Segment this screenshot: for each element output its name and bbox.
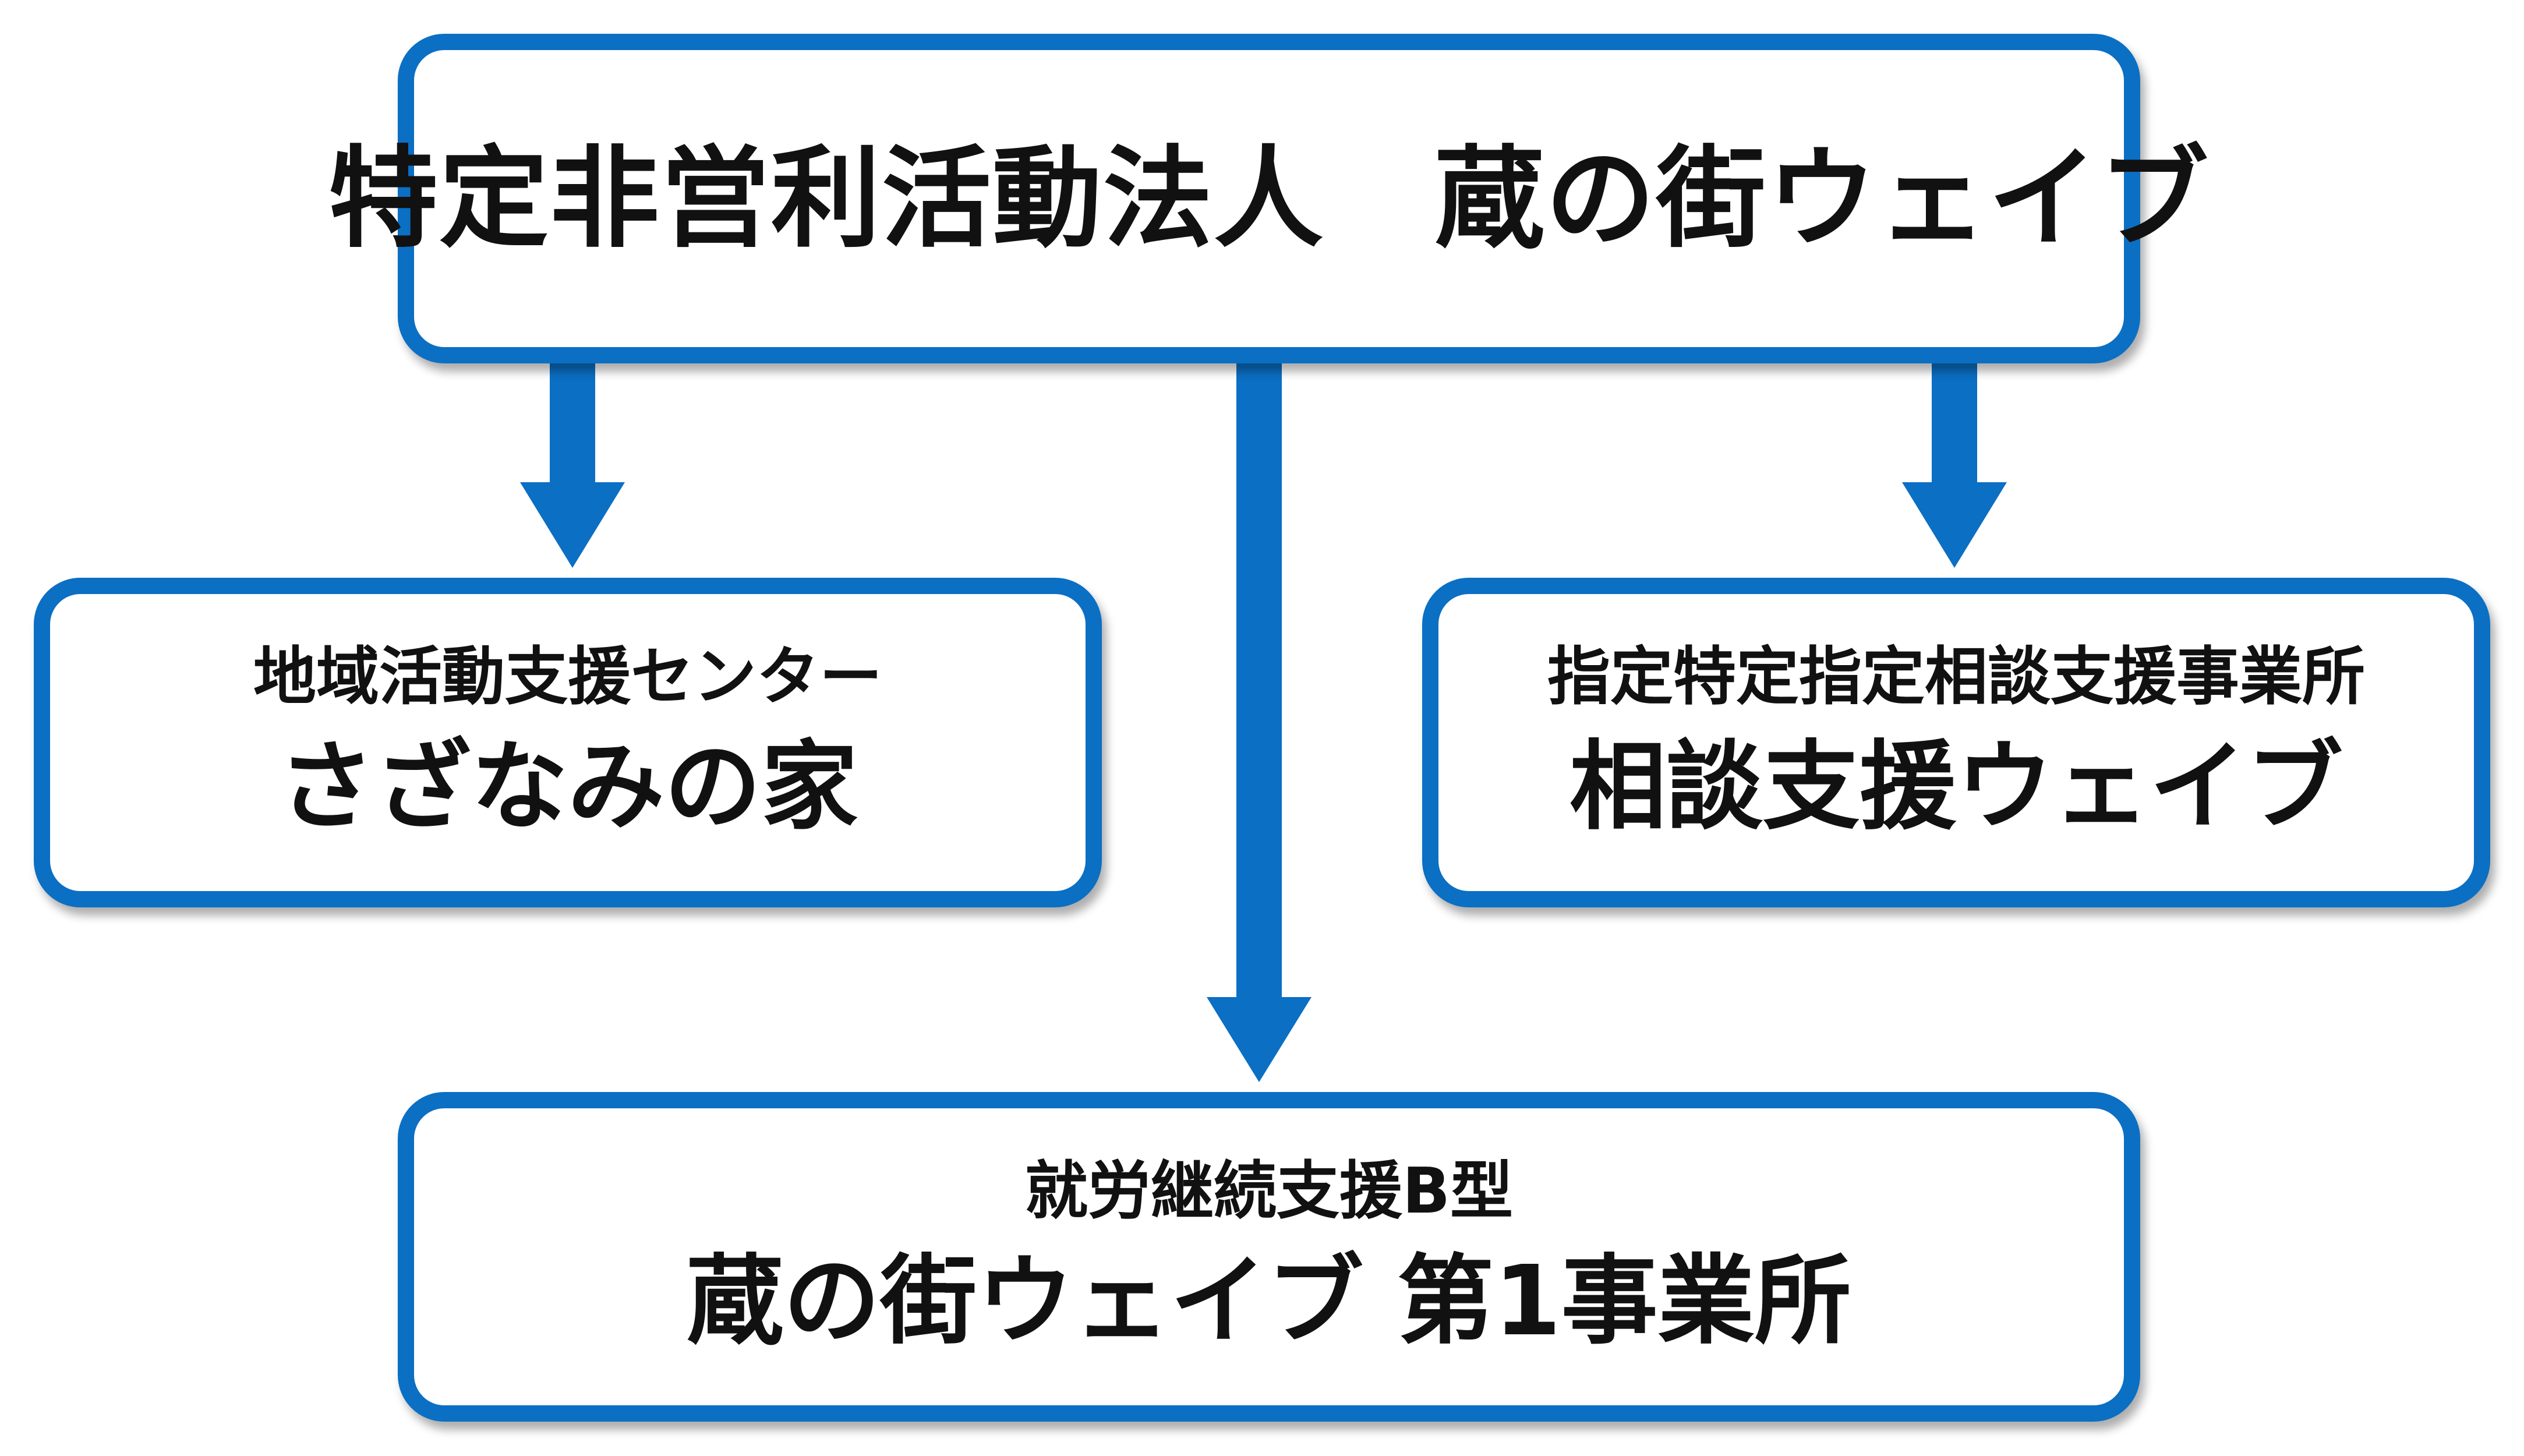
arrow-head-root-to-left — [520, 482, 625, 568]
root-organization-title: 特定非営利活動法人 蔵の街ウェイブ — [328, 135, 2210, 263]
employment-support-office-name: 蔵の街ウェイブ 第1事業所 — [687, 1245, 1851, 1358]
arrow-shaft-root-to-right — [1932, 361, 1977, 483]
employment-support-type-label: 就労継続支援B型 — [1024, 1154, 1514, 1228]
community-center-name: さざなみの家 — [278, 730, 858, 843]
arrow-shaft-root-to-left — [550, 361, 595, 483]
arrow-head-root-to-bottom — [1207, 997, 1312, 1082]
arrow-shaft-root-to-bottom — [1236, 361, 1282, 999]
child-node-consultation-office: 指定特定指定相談支援事業所 相談支援ウェイブ — [1422, 578, 2490, 907]
community-center-type-label: 地域活動支援センター — [253, 640, 882, 713]
child-node-community-center: 地域活動支援センター さざなみの家 — [34, 578, 1102, 907]
arrow-head-root-to-right — [1902, 482, 2007, 568]
consultation-office-name: 相談支援ウェイブ — [1569, 730, 2343, 843]
child-node-employment-support-office: 就労継続支援B型 蔵の街ウェイブ 第1事業所 — [398, 1092, 2140, 1422]
consultation-office-type-label: 指定特定指定相談支援事業所 — [1547, 640, 2365, 713]
root-organization-node: 特定非営利活動法人 蔵の街ウェイブ — [328, 34, 2208, 363]
